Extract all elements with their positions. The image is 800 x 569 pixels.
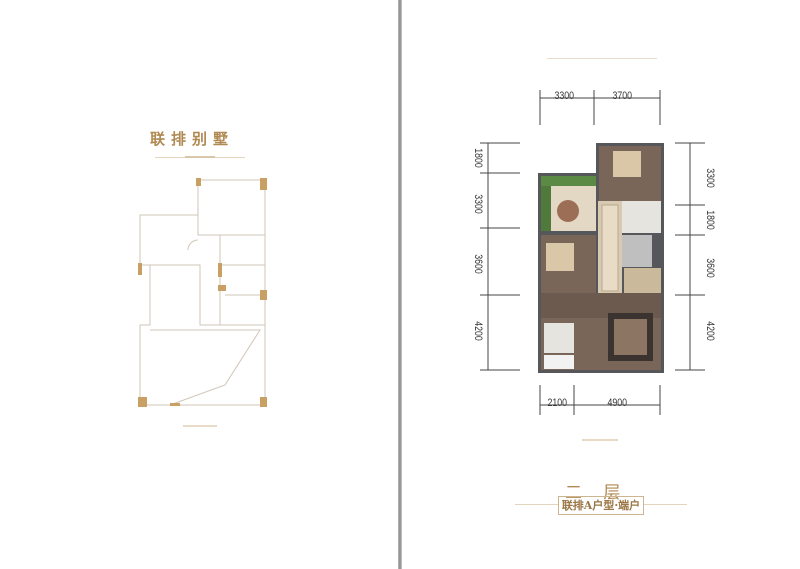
header-mark	[547, 58, 657, 59]
bathroom-1	[622, 201, 661, 233]
dim-right-3: 3600	[704, 258, 717, 278]
dim-left-4: 4200	[472, 321, 485, 341]
title-subcaption-mark	[185, 156, 215, 158]
structure-plan-drawing	[138, 178, 267, 407]
divider-right	[644, 504, 687, 505]
left-page: 联排别墅	[0, 0, 398, 569]
floor-plan-second-floor	[538, 143, 664, 373]
divider-left	[515, 504, 558, 505]
page-title: 联排别墅	[150, 130, 235, 148]
dim-left-2: 3300	[472, 194, 485, 214]
dim-top-1: 3300	[554, 90, 575, 102]
dim-right-1: 3300	[704, 168, 717, 188]
dim-bottom-2: 4900	[607, 397, 628, 409]
plan-caption-mark	[183, 425, 217, 427]
page-gutter	[398, 0, 402, 569]
elevator	[622, 235, 652, 267]
dimension-lines	[480, 90, 705, 415]
dim-left-3: 3600	[472, 254, 485, 274]
plan-caption-mark	[582, 439, 618, 441]
dim-right-4: 4200	[704, 321, 717, 341]
bathroom-2	[544, 323, 574, 353]
dim-top-2: 3700	[612, 90, 633, 102]
floor-label: 二 层	[565, 483, 629, 503]
dim-left-1: 1800	[472, 148, 485, 168]
dim-bottom-1: 2100	[547, 397, 568, 409]
dim-right-2: 1800	[704, 210, 717, 230]
unit-type-label: 联排A户型·端户	[558, 496, 644, 515]
